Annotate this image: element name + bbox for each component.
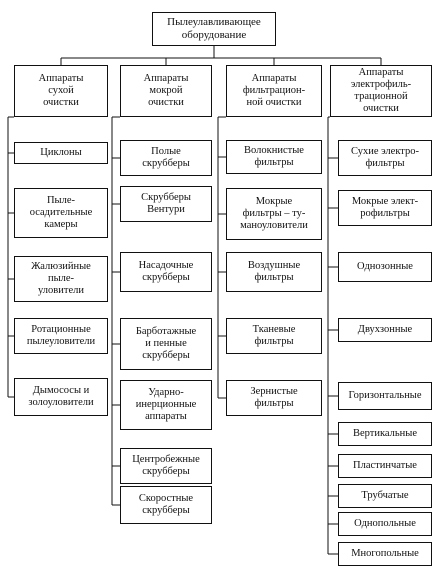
column-0-item-4: Дымососы и золоуловители xyxy=(14,378,108,416)
column-3-item-7: Трубчатые xyxy=(338,484,432,508)
column-3-item-5: Вертикальные xyxy=(338,422,432,446)
column-1-item-3: Барботажные и пенные скрубберы xyxy=(120,318,212,370)
column-header-2: Аппараты фильтрацион- ной очистки xyxy=(226,65,322,117)
column-0-item-3: Ротационные пылеуловители xyxy=(14,318,108,354)
column-0-item-0: Циклоны xyxy=(14,142,108,164)
column-2-item-2: Воздушные фильтры xyxy=(226,252,322,292)
column-1-item-5: Центробежные скрубберы xyxy=(120,448,212,484)
column-3-item-6: Пластинчатые xyxy=(338,454,432,478)
root-box: Пылеулавливающее оборудование xyxy=(152,12,276,46)
column-header-0: Аппараты сухой очистки xyxy=(14,65,108,117)
column-3-item-8: Однопольные xyxy=(338,512,432,536)
column-header-1: Аппараты мокрой очистки xyxy=(120,65,212,117)
column-3-item-9: Многопольные xyxy=(338,542,432,566)
column-1-item-0: Полые скрубберы xyxy=(120,140,212,176)
column-3-item-1: Мокрые элект- рофильтры xyxy=(338,190,432,226)
column-3-item-3: Двухзонные xyxy=(338,318,432,342)
column-1-item-4: Ударно- инерционные аппараты xyxy=(120,380,212,430)
column-2-item-4: Зернистые фильтры xyxy=(226,380,322,416)
column-2-item-0: Волокнистые фильтры xyxy=(226,140,322,174)
column-1-item-2: Насадочные скрубберы xyxy=(120,252,212,292)
column-3-item-2: Однозонные xyxy=(338,252,432,282)
column-2-item-1: Мокрые фильтры – ту- маноуловители xyxy=(226,188,322,240)
column-3-item-4: Горизонтальные xyxy=(338,382,432,410)
column-1-item-1: Скрубберы Вентури xyxy=(120,186,212,222)
column-0-item-1: Пыле- осадительные камеры xyxy=(14,188,108,238)
column-0-item-2: Жалюзийные пыле- уловители xyxy=(14,256,108,302)
column-3-item-0: Сухие электро- фильтры xyxy=(338,140,432,176)
column-2-item-3: Тканевые фильтры xyxy=(226,318,322,354)
column-1-item-6: Скоростные скрубберы xyxy=(120,486,212,524)
column-header-3: Аппараты электрофиль- трационной очистки xyxy=(330,65,432,117)
